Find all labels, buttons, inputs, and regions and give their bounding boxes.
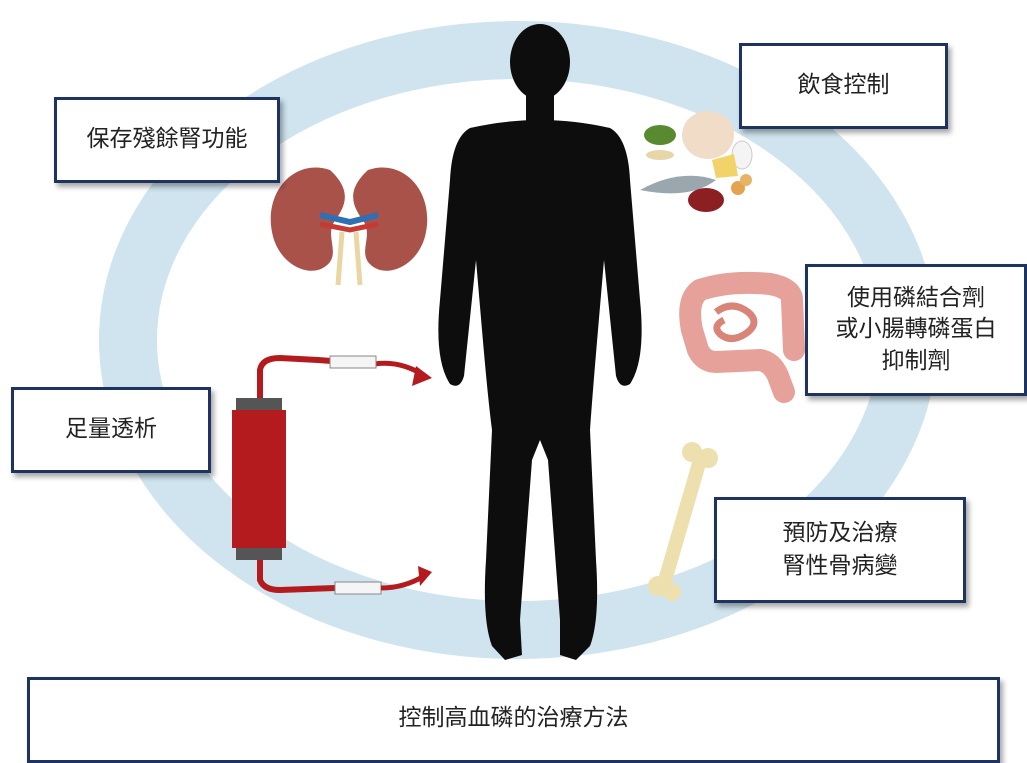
kidney-icon xyxy=(271,167,427,285)
label-line: 預防及治療 xyxy=(783,517,898,550)
title-text: 控制高血磷的治療方法 xyxy=(399,702,629,735)
label-line: 抑制劑 xyxy=(836,346,997,377)
label-phosphate-binder: 使用磷結合劑 或小腸轉磷蛋白 抑制劑 xyxy=(805,264,1027,396)
dialyzer-icon xyxy=(232,356,432,594)
label-line: 或小腸轉磷蛋白 xyxy=(836,314,997,345)
label-text: 足量透析 xyxy=(65,413,157,446)
human-silhouette xyxy=(438,24,641,660)
diagram-title: 控制高血磷的治療方法 xyxy=(27,677,1000,763)
label-line: 腎性骨病變 xyxy=(783,550,898,583)
label-text: 飲食控制 xyxy=(798,69,890,102)
label-renal-bone-disease: 預防及治療 腎性骨病變 xyxy=(714,497,966,603)
label-diet-control: 飲食控制 xyxy=(739,43,948,129)
label-text: 保存殘餘腎功能 xyxy=(87,123,248,156)
label-preserve-kidney-function: 保存殘餘腎功能 xyxy=(54,97,280,183)
label-adequate-dialysis: 足量透析 xyxy=(11,387,211,473)
intestine-icon xyxy=(690,283,794,392)
label-line: 使用磷結合劑 xyxy=(836,283,997,314)
